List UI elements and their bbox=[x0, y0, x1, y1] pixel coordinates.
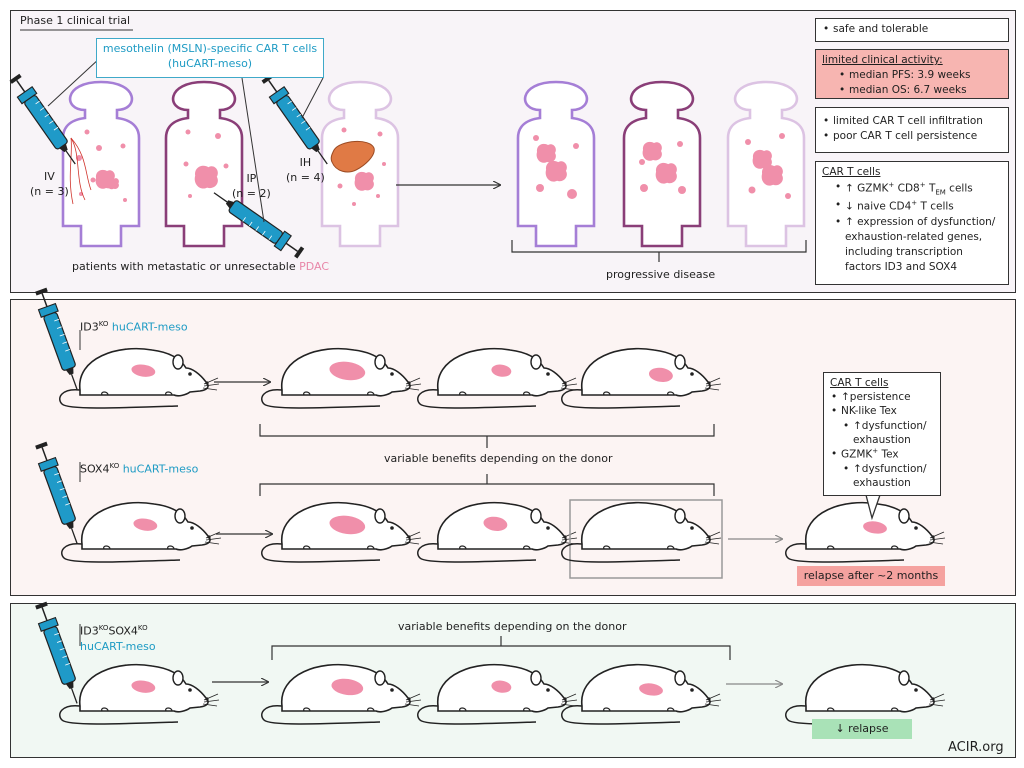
mouse-sox4-outcome-1 bbox=[260, 501, 422, 563]
car-label-line2: (huCART-meso) bbox=[167, 57, 253, 71]
car-label-line1: mesothelin (MSLN)-specific CAR T cells bbox=[102, 42, 318, 55]
outcome-caption: progressive disease bbox=[606, 268, 716, 281]
mouse-sox4-outcome-3 bbox=[560, 501, 722, 563]
mouse-id3-treated bbox=[58, 347, 220, 409]
patients-caption: patients with metastatic or unresectable… bbox=[72, 260, 330, 273]
mouse-double-ko-outcome-1 bbox=[260, 663, 422, 725]
mouse-id3-outcome-2 bbox=[416, 347, 578, 409]
limited-activity-box: limited clinical activity: median PFS: 3… bbox=[815, 49, 1009, 99]
patient-body-ih bbox=[320, 80, 400, 248]
outcome-body-2 bbox=[622, 80, 702, 248]
acir-credit: ACIR.org bbox=[948, 740, 1004, 755]
mouse-double-ko-treated bbox=[58, 663, 220, 725]
outcome-bracket bbox=[511, 240, 807, 262]
car-label-leader bbox=[301, 77, 324, 119]
row2-bracket bbox=[259, 474, 715, 496]
syringe-id3-icon bbox=[31, 285, 87, 394]
id3-ko-cart-label: ID3KO huCART-meso bbox=[80, 320, 188, 334]
mouse-lower-relapse bbox=[784, 663, 946, 725]
row1-bracket bbox=[259, 424, 715, 448]
car-label-leader bbox=[241, 77, 265, 223]
variable-benefits-caption: variable benefits depending on the donor bbox=[384, 452, 613, 465]
limitations-box: limited CAR T cell infiltrationpoor CAR … bbox=[815, 107, 1009, 153]
mouse-sox4-outcome-2 bbox=[416, 501, 578, 563]
route-ip-label: IP(n = 2) bbox=[232, 172, 271, 200]
mouse-id3-outcome-1 bbox=[260, 347, 422, 409]
route-iv-label: IV(n = 3) bbox=[30, 170, 69, 198]
patient-body-iv bbox=[61, 80, 141, 248]
car-label-leader bbox=[47, 57, 101, 107]
safe-box: safe and tolerable bbox=[815, 18, 1009, 42]
double-ko-variable-benefits-caption: variable benefits depending on the donor bbox=[398, 620, 627, 633]
lower-relapse-badge: ↓ relapse bbox=[812, 719, 912, 739]
mouse-double-ko-outcome-3 bbox=[560, 663, 722, 725]
patient-body-ip bbox=[164, 80, 244, 248]
outcome-body-1 bbox=[516, 80, 596, 248]
outcome-body-3 bbox=[726, 80, 806, 248]
mouse-double-ko-outcome-2 bbox=[416, 663, 578, 725]
mouse-relapse bbox=[784, 501, 946, 563]
relapse-car-t-callout: CAR T cells ↑persistence NK-like Tex ↑dy… bbox=[823, 372, 941, 496]
panel-title: Phase 1 clinical trial bbox=[20, 14, 131, 27]
double-ko-cart-label: ID3KOSOX4KO huCART-meso bbox=[80, 624, 156, 653]
mouse-sox4-treated bbox=[60, 501, 222, 563]
pdac-label: PDAC bbox=[299, 260, 330, 273]
route-ih-label: IH(n = 4) bbox=[286, 156, 325, 184]
car-t-label-box: mesothelin (MSLN)-specific CAR T cells (… bbox=[96, 38, 324, 78]
sox4-ko-cart-label: SOX4KO huCART-meso bbox=[80, 462, 199, 476]
car-t-findings-box: CAR T cells ↑ GZMK+ CD8+ TEM cells ↓ nai… bbox=[815, 161, 1009, 285]
row3-bracket bbox=[271, 636, 731, 660]
mouse-id3-outcome-3 bbox=[560, 347, 722, 409]
syringe-sox4-icon bbox=[31, 439, 87, 548]
syringe-double-ko-icon bbox=[31, 599, 87, 708]
relapse-badge: relapse after ~2 months bbox=[797, 566, 945, 586]
highlight-frame bbox=[569, 499, 723, 579]
